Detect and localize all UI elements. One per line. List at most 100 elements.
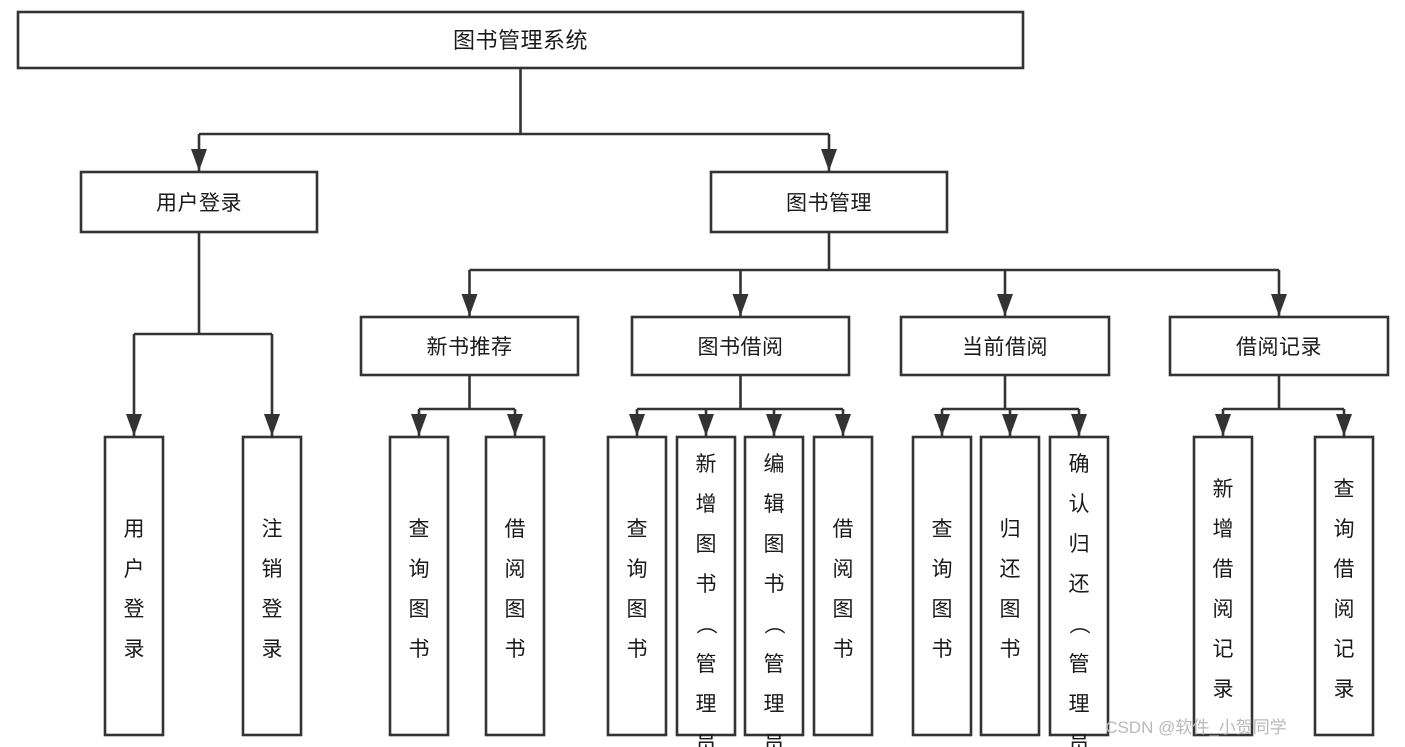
level2-node-box[interactable] [709,170,949,234]
leaf-node-box[interactable] [1192,435,1254,737]
leaf-node-box[interactable] [911,435,973,737]
level3-node-3[interactable]: 当前借阅 [899,315,1111,377]
arrow-head-icon [698,414,714,436]
arrow-head-icon [1271,294,1287,316]
svg-text:记: 记 [1213,638,1234,661]
leaf-node-box[interactable] [103,435,165,737]
root-node-1[interactable]: 图书管理系统 [16,10,1025,70]
level3-node-label: 当前借阅 [962,336,1048,359]
svg-text:编: 编 [764,453,785,476]
svg-text:员: 员 [1069,733,1090,747]
leaf-node-box[interactable] [1048,435,1110,737]
level3-node-2[interactable]: 图书借阅 [630,315,851,377]
svg-text:阅: 阅 [1334,598,1355,621]
svg-text:询: 询 [932,558,953,581]
arrow-head-icon [126,414,142,436]
svg-text:书: 书 [627,638,648,661]
svg-text:（: （ [762,614,785,635]
svg-text:注: 注 [262,518,283,541]
svg-text:（: （ [1067,614,1090,635]
svg-text:查: 查 [627,518,648,541]
leaf-node-box[interactable] [743,435,805,737]
svg-text:查: 查 [1334,478,1355,501]
level3-node-label: 新书推荐 [427,336,513,359]
leaf-node-label: 用户登录 [124,518,145,661]
svg-text:员: 员 [696,733,717,747]
leaf-node-1[interactable]: 用户登录 [103,435,165,737]
arrow-head-icon [191,149,207,171]
leaf-node-box[interactable] [484,435,546,737]
arrow-head-icon [821,149,837,171]
level2-node-box[interactable] [79,170,319,234]
leaf-node-box[interactable] [979,435,1041,737]
connector-layer [126,68,1352,436]
level3-node-box[interactable] [359,315,580,377]
level3-node-4[interactable]: 借阅记录 [1168,315,1390,377]
svg-text:录: 录 [1334,678,1355,701]
arrow-head-icon [1071,414,1087,436]
svg-text:询: 询 [627,558,648,581]
csdn-watermark: CSDN @软件_小贺同学 [1105,718,1287,737]
leaf-node-box[interactable] [675,435,737,737]
svg-text:录: 录 [124,638,145,661]
level2-node-label: 用户登录 [156,192,242,215]
root-node-box[interactable] [16,10,1025,70]
leaf-node-box[interactable] [241,435,303,737]
svg-text:询: 询 [409,558,430,581]
svg-text:阅: 阅 [505,558,526,581]
svg-text:图: 图 [764,533,785,556]
svg-text:还: 还 [1000,558,1021,581]
arrow-head-icon [1215,414,1231,436]
svg-text:书: 书 [696,573,717,596]
level2-node-2[interactable]: 图书管理 [709,170,949,234]
svg-text:图: 图 [696,533,717,556]
arrow-head-icon [264,414,280,436]
svg-text:录: 录 [262,638,283,661]
svg-text:借: 借 [505,518,526,541]
svg-text:借: 借 [1334,558,1355,581]
svg-text:图: 图 [505,598,526,621]
svg-text:管: 管 [696,653,717,676]
level3-node-box[interactable] [630,315,851,377]
level3-node-box[interactable] [899,315,1111,377]
arrow-head-icon [766,414,782,436]
arrow-head-icon [1002,414,1018,436]
svg-text:归: 归 [1000,518,1021,541]
svg-text:查: 查 [932,518,953,541]
svg-text:记: 记 [1334,638,1355,661]
svg-text:阅: 阅 [1213,598,1234,621]
svg-text:理: 理 [764,693,785,716]
svg-text:新: 新 [1213,478,1234,501]
leaf-node-box[interactable] [388,435,450,737]
leaf-node-box[interactable] [812,435,874,737]
level3-node-1[interactable]: 新书推荐 [359,315,580,377]
arrow-head-icon [934,414,950,436]
arrow-head-icon [835,414,851,436]
level3-node-box[interactable] [1168,315,1390,377]
svg-text:员: 员 [764,733,785,747]
leaf-node-box[interactable] [1313,435,1375,737]
svg-text:管: 管 [764,653,785,676]
svg-text:新: 新 [696,453,717,476]
svg-text:还: 还 [1069,573,1090,596]
level2-node-1[interactable]: 用户登录 [79,170,319,234]
leaf-node-box[interactable] [606,435,668,737]
svg-text:登: 登 [262,598,283,621]
svg-text:增: 增 [1213,518,1234,541]
